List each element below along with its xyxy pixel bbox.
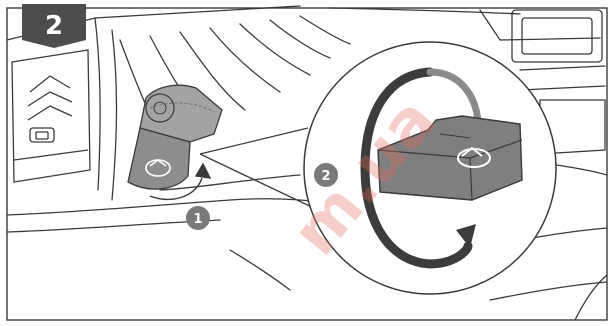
vent-grille-icon	[12, 50, 90, 182]
step-number: 2	[45, 11, 63, 41]
callout-1: 1	[186, 206, 210, 230]
callout-1-label: 1	[193, 212, 202, 227]
step-badge: 2	[22, 4, 86, 48]
